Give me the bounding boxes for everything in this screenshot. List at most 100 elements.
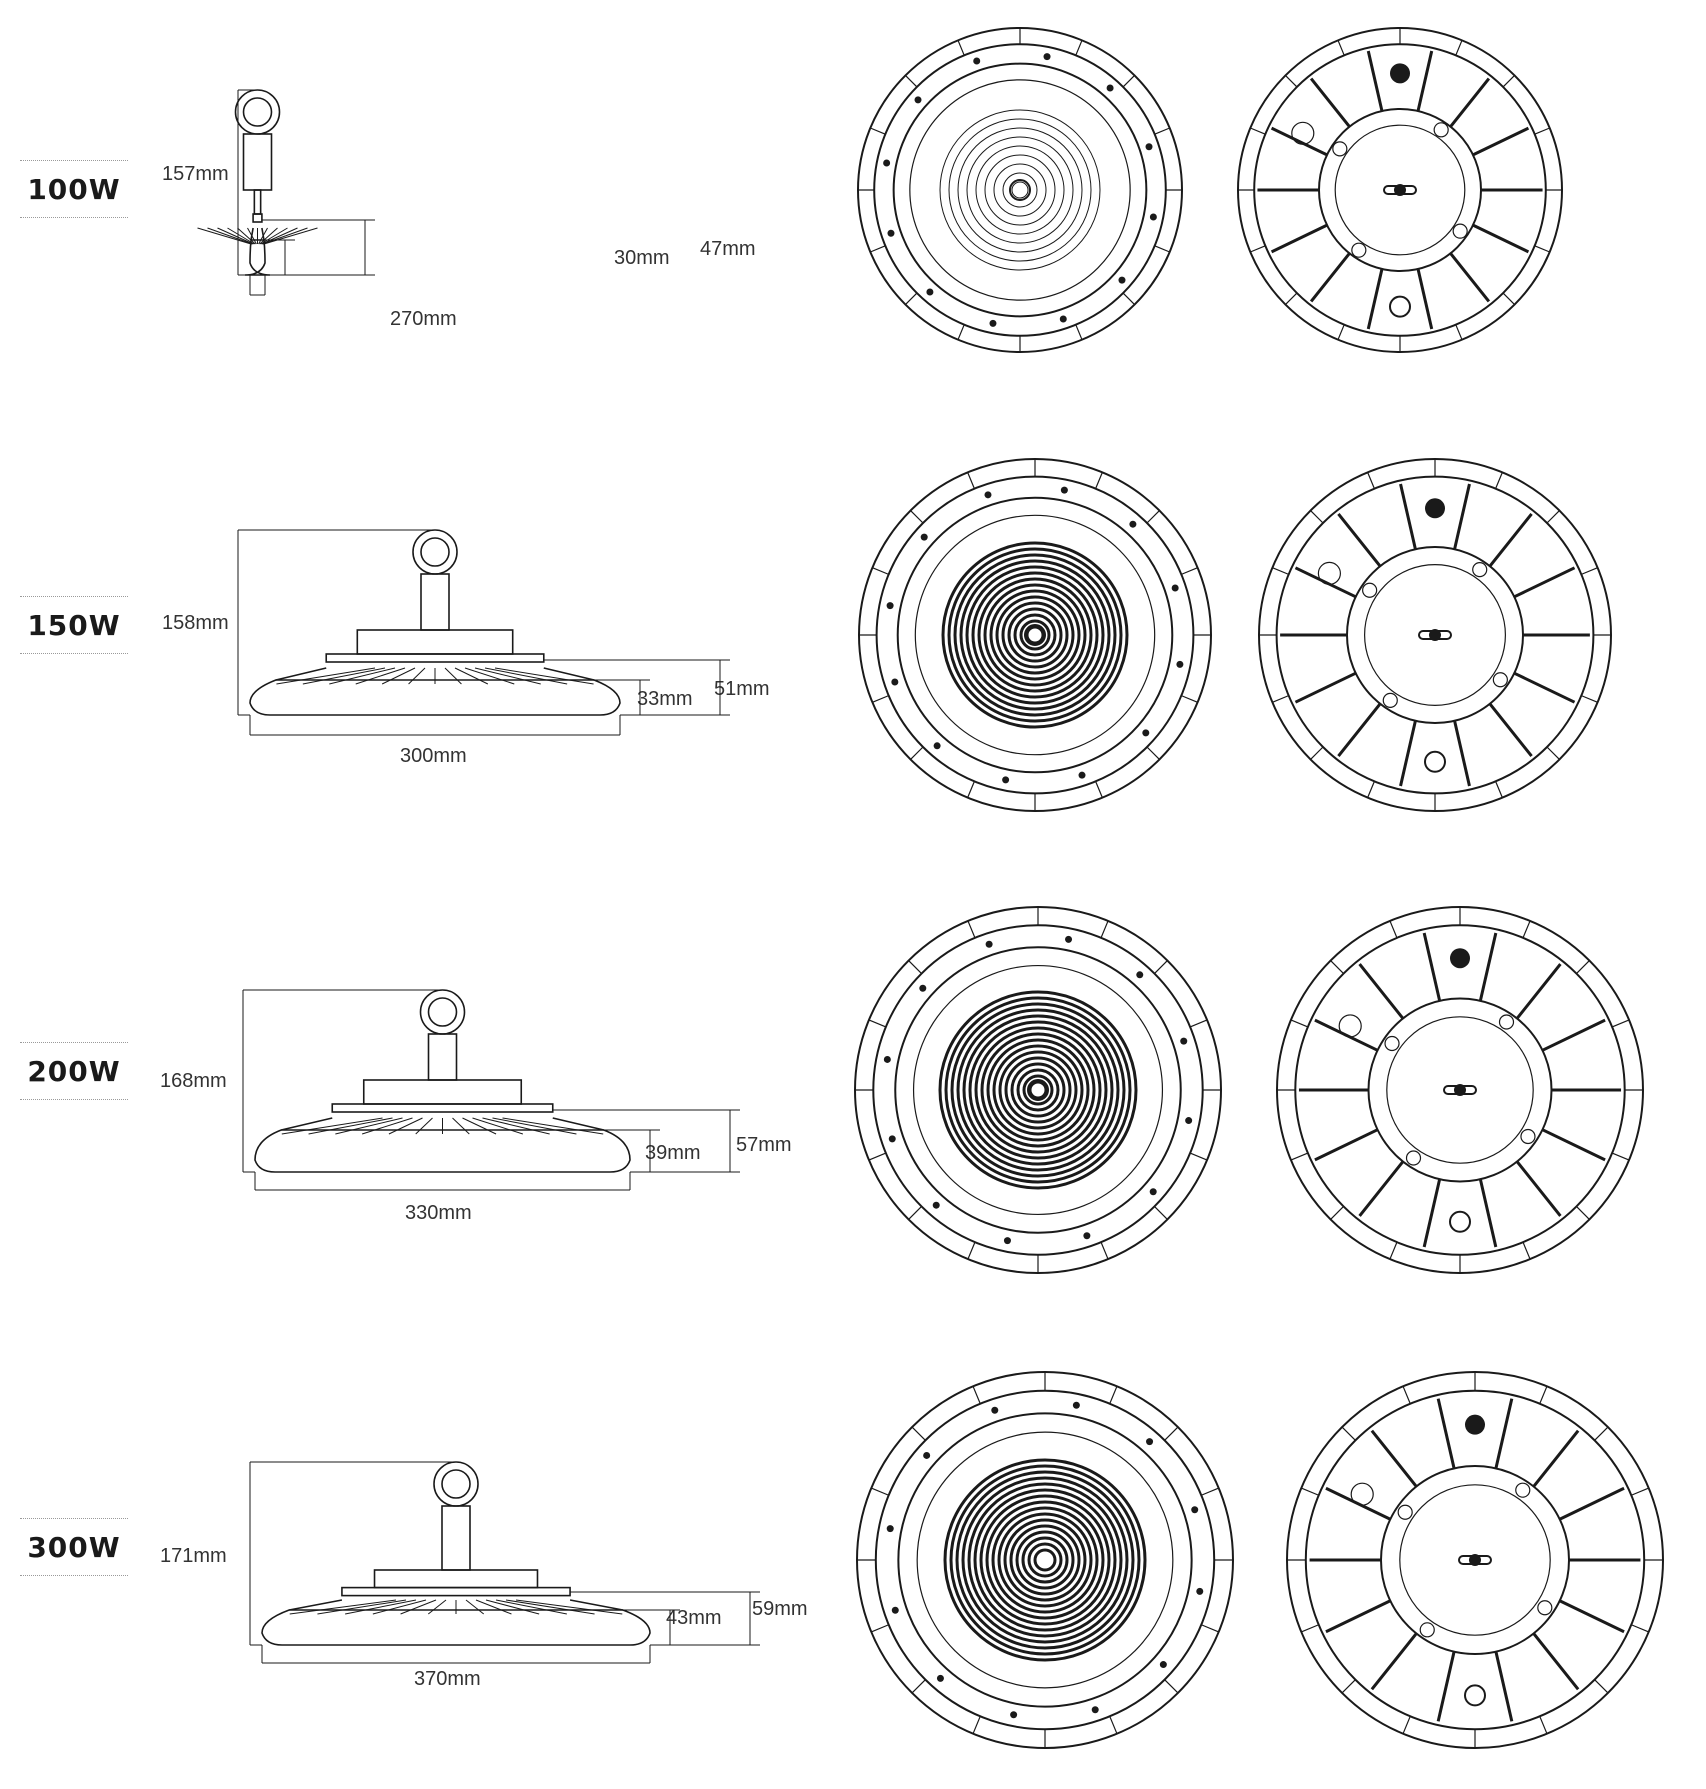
rim-segment-divider (972, 1386, 981, 1404)
model-row-200w: 200W 168mm 39mm 57mm 330mm (0, 0, 1706, 1274)
heat-sink-rib (1453, 483, 1471, 550)
reflector-inner-ring (909, 79, 1131, 301)
rim-segment-divider (1337, 324, 1345, 340)
screw-hole (1003, 1237, 1011, 1245)
heat-sink-fin (494, 667, 594, 685)
heat-sink-fin (415, 1117, 433, 1135)
rim-segment-divider (1181, 567, 1198, 575)
mounting-screw (1472, 562, 1488, 578)
mounting-screw (1351, 242, 1367, 258)
rim-segment-divider (1389, 920, 1398, 939)
housing-edge (552, 1117, 604, 1131)
fresnel-lens-ring (956, 1008, 1120, 1172)
rim-segment-divider (870, 127, 886, 135)
heat-sink-rib (1449, 252, 1491, 303)
screw-hole (1002, 776, 1010, 784)
rim-segment-divider (870, 245, 886, 253)
reflector-inner-ring (912, 964, 1164, 1216)
heat-sink-fin (259, 227, 278, 245)
heat-sink-fin (388, 1117, 423, 1135)
inner-rim (872, 924, 1204, 1256)
rim-segment-divider (1146, 510, 1160, 524)
vent-plug (1424, 750, 1446, 773)
vent-plug (1464, 1684, 1486, 1707)
screw-hole (933, 742, 941, 750)
rim-segment-divider (1631, 1487, 1649, 1496)
housing-edge (569, 1599, 623, 1611)
power-label: 300W (20, 1518, 128, 1576)
fresnel-lens-ring (974, 1026, 1102, 1154)
heat-sink-fin (237, 227, 256, 245)
fresnel-lens-ring (1004, 1056, 1072, 1124)
screw-hole (1149, 213, 1157, 221)
heat-sink-fin (515, 1599, 623, 1615)
fresnel-lens-ring (984, 154, 1056, 226)
driver-cover (1399, 1484, 1551, 1636)
rear-view-drawing (1276, 906, 1644, 1274)
screw-hole (886, 1525, 894, 1533)
rim-segment-divider (957, 324, 965, 340)
screw-hole (886, 602, 894, 610)
heat-sink-rib (1532, 1429, 1580, 1488)
lamp-body (254, 1129, 631, 1173)
screw-hole (891, 678, 899, 686)
reflector-ring (897, 1412, 1193, 1708)
vent-plug (1389, 295, 1411, 318)
rim-segment-divider (1154, 1206, 1168, 1220)
housing-edge (543, 667, 595, 681)
rim-segment-divider (1341, 1426, 1356, 1441)
rim-segment-divider (1611, 1019, 1630, 1028)
eye-bolt-ring-inner (441, 1469, 471, 1499)
screw-hole (1078, 771, 1086, 779)
heat-sink-rib (1494, 1651, 1514, 1722)
heat-sink-rib (1472, 126, 1530, 157)
rim-segment-divider (1522, 920, 1531, 939)
rim-segment-divider (1109, 1386, 1118, 1404)
fresnel-lens-ring (975, 145, 1065, 235)
rear-view-drawing (1237, 27, 1563, 353)
heat-sink-rib (1453, 720, 1471, 787)
breather-hole (1291, 121, 1315, 145)
heat-sink-rib (1416, 268, 1434, 330)
inner-rim (874, 1389, 1216, 1731)
heat-sink-rib (1270, 223, 1328, 254)
fresnel-lens-ring (938, 990, 1138, 1190)
rim-segment-divider (871, 1487, 889, 1496)
housing-edge (261, 227, 265, 241)
rim-segment-divider (1581, 695, 1598, 703)
rim-segment-divider (911, 1679, 926, 1694)
lens-center (1024, 624, 1046, 646)
inner-rim (1294, 924, 1626, 1256)
heat-sink-rib (1478, 1178, 1498, 1248)
rim-segment-divider (1095, 472, 1103, 489)
screw-hole (887, 229, 895, 237)
fresnel-lens-ring (1019, 619, 1051, 651)
inner-rim (875, 475, 1195, 795)
mounting-plate (331, 1103, 554, 1113)
width-dimension: 370mm (414, 1668, 481, 1690)
hanging-bolt-center (1469, 1554, 1481, 1566)
screw-hole (1129, 520, 1137, 528)
breather-hole (1317, 561, 1342, 586)
heat-sink-rib (1472, 223, 1530, 254)
heat-sink-rib (1449, 77, 1491, 128)
heat-sink-fin (484, 667, 568, 685)
screw-hole (1010, 1711, 1018, 1719)
rim-segment-divider (1546, 510, 1560, 524)
heat-sink-rib (1325, 1599, 1391, 1634)
heat-sink-fin (495, 1599, 567, 1615)
housing-height-dimension: 39mm (645, 1142, 701, 1164)
fresnel-lens-ring (939, 109, 1101, 271)
heat-sink-rib (1309, 77, 1351, 128)
side-view-drawing (249, 1461, 760, 1664)
mounting-screw (1397, 1504, 1413, 1520)
height-dimension: 157mm (162, 163, 229, 185)
rim-segment-divider (868, 1019, 887, 1028)
heat-sink-rib (1541, 1128, 1606, 1162)
heat-sink-fin (372, 1599, 427, 1615)
rim-segment-divider (1534, 127, 1550, 135)
rim-segment-divider (872, 567, 889, 575)
heat-sink-rib (1494, 1398, 1514, 1469)
fresnel-lens-ring (1027, 1542, 1063, 1578)
screw-hole (1072, 1401, 1080, 1409)
